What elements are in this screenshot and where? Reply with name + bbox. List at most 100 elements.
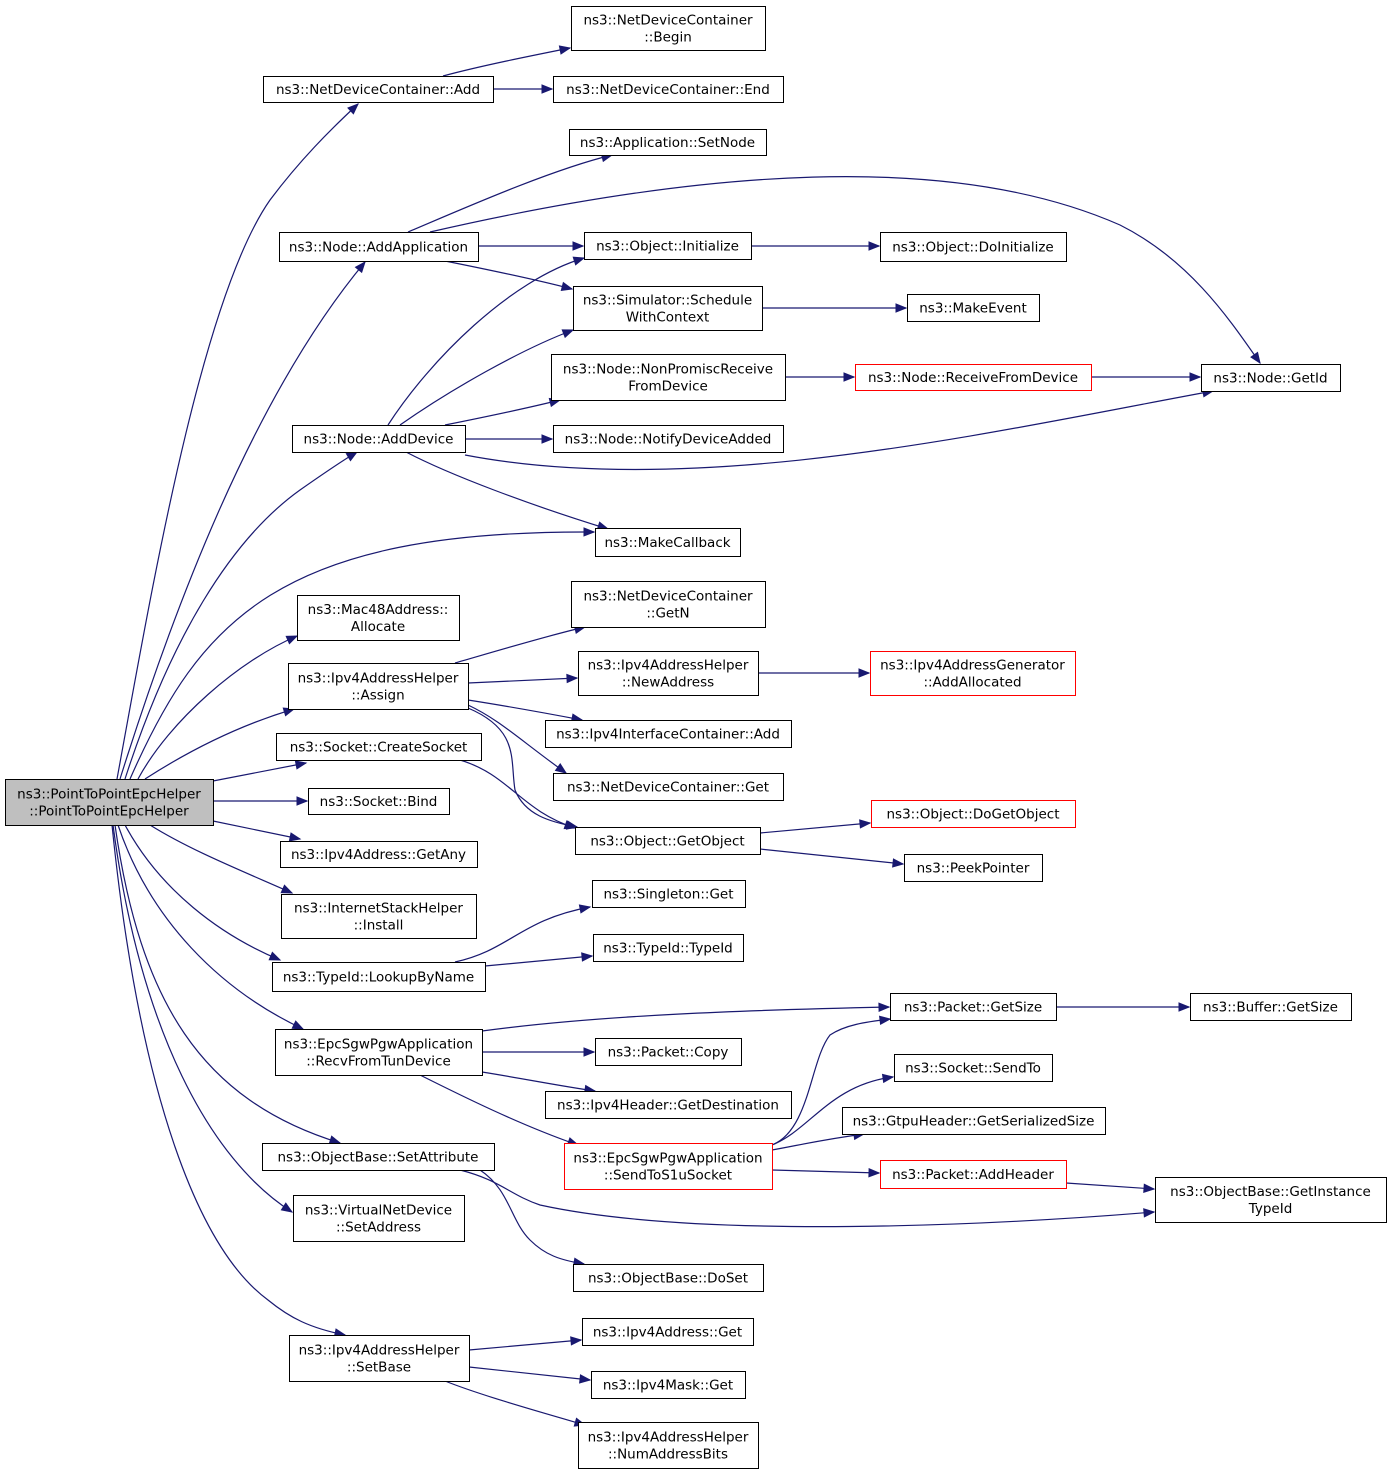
node-box[interactable]: [595, 1038, 742, 1066]
node-box[interactable]: [1201, 364, 1341, 392]
node-pkt-copy[interactable]: ns3::Packet::Copy: [595, 1038, 742, 1066]
node-ipv4a-getany[interactable]: ns3::Ipv4Address::GetAny: [280, 841, 478, 868]
node-box[interactable]: [870, 651, 1076, 696]
node-box[interactable]: [569, 129, 767, 156]
node-box[interactable]: [904, 854, 1043, 882]
node-box[interactable]: [593, 934, 744, 962]
node-box[interactable]: [553, 76, 784, 103]
node-box[interactable]: [272, 962, 486, 992]
node-gtpu[interactable]: ns3::GtpuHeader::GetSerializedSize: [842, 1107, 1106, 1135]
node-box[interactable]: [263, 76, 494, 103]
node-box[interactable]: [553, 425, 784, 453]
node-node-notify[interactable]: ns3::Node::NotifyDeviceAdded: [553, 425, 784, 453]
node-box[interactable]: [276, 733, 482, 761]
node-mac48[interactable]: ns3::Mac48Address::Allocate: [297, 595, 460, 641]
node-box[interactable]: [571, 6, 766, 51]
node-box[interactable]: [275, 1029, 483, 1076]
node-ndc-get[interactable]: ns3::NetDeviceContainer::Get: [553, 773, 784, 801]
node-box[interactable]: [578, 1422, 759, 1469]
node-box[interactable]: [279, 232, 479, 262]
node-box[interactable]: [262, 1143, 495, 1171]
node-obj-dogetobj[interactable]: ns3::Object::DoGetObject: [871, 800, 1076, 828]
node-box[interactable]: [591, 1371, 746, 1399]
node-node-getid[interactable]: ns3::Node::GetId: [1201, 364, 1341, 392]
node-node-recv[interactable]: ns3::Node::ReceiveFromDevice: [855, 364, 1092, 391]
node-epc-recv[interactable]: ns3::EpcSgwPgwApplication::RecvFromTunDe…: [275, 1029, 483, 1076]
node-ipv4ic-add[interactable]: ns3::Ipv4InterfaceContainer::Add: [545, 720, 792, 748]
node-pkt-getsize[interactable]: ns3::Packet::GetSize: [890, 993, 1057, 1021]
node-ipv4m-get[interactable]: ns3::Ipv4Mask::Get: [591, 1371, 746, 1399]
node-box[interactable]: [592, 880, 746, 908]
node-make-event[interactable]: ns3::MakeEvent: [907, 294, 1040, 322]
node-box[interactable]: [578, 651, 759, 696]
node-ipv4a-get[interactable]: ns3::Ipv4Address::Get: [582, 1318, 754, 1346]
node-box[interactable]: [545, 720, 792, 748]
node-box[interactable]: [288, 663, 469, 710]
node-sock-create[interactable]: ns3::Socket::CreateSocket: [276, 733, 482, 761]
node-box[interactable]: [890, 993, 1057, 1021]
node-box[interactable]: [280, 841, 478, 868]
node-make-cb[interactable]: ns3::MakeCallback: [595, 528, 741, 557]
node-box[interactable]: [564, 1143, 773, 1190]
node-ipv4h-numbits[interactable]: ns3::Ipv4AddressHelper::NumAddressBits: [578, 1422, 759, 1469]
node-sock-bind[interactable]: ns3::Socket::Bind: [308, 788, 450, 815]
node-box[interactable]: [289, 1335, 470, 1382]
node-obj-doinit[interactable]: ns3::Object::DoInitialize: [880, 232, 1067, 262]
node-ndc-add[interactable]: ns3::NetDeviceContainer::Add: [263, 76, 494, 103]
node-box[interactable]: [292, 425, 466, 453]
node-ipv4h-setbase[interactable]: ns3::Ipv4AddressHelper::SetBase: [289, 1335, 470, 1382]
node-peek[interactable]: ns3::PeekPointer: [904, 854, 1043, 882]
node-ndc-begin[interactable]: ns3::NetDeviceContainer::Begin: [571, 6, 766, 51]
node-box[interactable]: [582, 1318, 754, 1346]
node-buf-getsize[interactable]: ns3::Buffer::GetSize: [1190, 993, 1352, 1021]
node-box[interactable]: [907, 294, 1040, 322]
node-box[interactable]: [281, 894, 477, 939]
node-box[interactable]: [573, 286, 763, 331]
node-box[interactable]: [880, 1160, 1067, 1189]
node-box[interactable]: [1155, 1177, 1387, 1223]
node-box[interactable]: [553, 773, 784, 801]
node-box[interactable]: [880, 232, 1067, 262]
node-box[interactable]: [308, 788, 450, 815]
node-node-adddev[interactable]: ns3::Node::AddDevice: [292, 425, 466, 453]
node-box[interactable]: [297, 595, 460, 641]
node-box[interactable]: [1190, 993, 1352, 1021]
node-ipv4h-assign[interactable]: ns3::Ipv4AddressHelper::Assign: [288, 663, 469, 710]
node-node-addapp[interactable]: ns3::Node::AddApplication: [279, 232, 479, 262]
node-obj-init[interactable]: ns3::Object::Initialize: [584, 232, 752, 260]
node-ipv4gen[interactable]: ns3::Ipv4AddressGenerator::AddAllocated: [870, 651, 1076, 696]
node-obj-getobj[interactable]: ns3::Object::GetObject: [575, 827, 761, 855]
node-pkt-addhdr[interactable]: ns3::Packet::AddHeader: [880, 1160, 1067, 1189]
node-box[interactable]: [894, 1054, 1053, 1082]
node-ipv4hdr-getdest[interactable]: ns3::Ipv4Header::GetDestination: [545, 1091, 792, 1119]
node-box[interactable]: [545, 1091, 792, 1119]
node-box[interactable]: [855, 364, 1092, 391]
node-box[interactable]: [573, 1264, 764, 1292]
node-box[interactable]: [871, 800, 1076, 828]
node-box[interactable]: [842, 1107, 1106, 1135]
node-root[interactable]: ns3::PointToPointEpcHelper::PointToPoint…: [5, 779, 214, 826]
node-typeid-typeid[interactable]: ns3::TypeId::TypeId: [593, 934, 744, 962]
node-ndc-getn[interactable]: ns3::NetDeviceContainer::GetN: [571, 581, 766, 628]
node-epc-send[interactable]: ns3::EpcSgwPgwApplication::SendToS1uSock…: [564, 1143, 773, 1190]
node-ish-install[interactable]: ns3::InternetStackHelper::Install: [281, 894, 477, 939]
node-box[interactable]: [293, 1195, 465, 1242]
node-singleton-get[interactable]: ns3::Singleton::Get: [592, 880, 746, 908]
node-box[interactable]: [584, 232, 752, 260]
node-typeid-lookup[interactable]: ns3::TypeId::LookupByName: [272, 962, 486, 992]
node-box[interactable]: [551, 354, 786, 401]
node-ob-setattr[interactable]: ns3::ObjectBase::SetAttribute: [262, 1143, 495, 1171]
node-box[interactable]: [5, 779, 214, 826]
node-app-setnode[interactable]: ns3::Application::SetNode: [569, 129, 767, 156]
node-vnd-setaddr[interactable]: ns3::VirtualNetDevice::SetAddress: [293, 1195, 465, 1242]
node-ndc-end[interactable]: ns3::NetDeviceContainer::End: [553, 76, 784, 103]
node-box[interactable]: [575, 827, 761, 855]
node-sock-sendto[interactable]: ns3::Socket::SendTo: [894, 1054, 1053, 1082]
node-ipv4h-newaddr[interactable]: ns3::Ipv4AddressHelper::NewAddress: [578, 651, 759, 696]
node-box[interactable]: [595, 528, 741, 557]
node-ob-doset[interactable]: ns3::ObjectBase::DoSet: [573, 1264, 764, 1292]
node-box[interactable]: [571, 581, 766, 628]
